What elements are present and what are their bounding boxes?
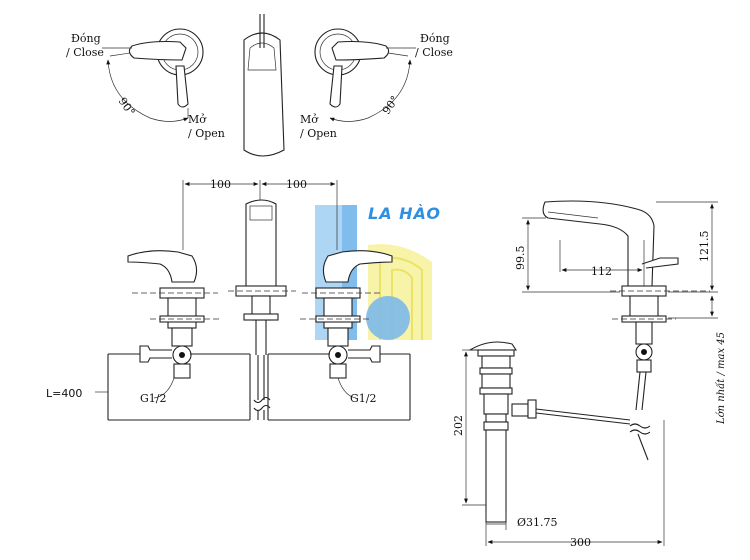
- open-left-label-en: / Open: [188, 127, 225, 140]
- front-view-labels: L=400 G1/2 G1/2: [46, 377, 377, 405]
- close-left-label: Đóng: [71, 32, 101, 45]
- drain-assembly: 202 Ø31.75 300: [452, 341, 665, 549]
- thread-left-label: G1/2: [140, 392, 167, 405]
- total-height-label: 121.5: [698, 231, 711, 263]
- close-right-label: Đóng: [420, 32, 450, 45]
- angle-right-label: 90°: [380, 93, 402, 116]
- front-spout: [228, 199, 296, 420]
- side-view: 99.5 112 121.5 Lớn nhất / max 45: [514, 200, 727, 461]
- front-left-valve: [107, 250, 251, 421]
- open-left-label: Mở: [188, 113, 207, 126]
- watermark-logo: LA HÀO: [315, 204, 441, 340]
- drain-diameter-label: Ø31.75: [517, 516, 558, 529]
- close-right-label-en: / Close: [415, 46, 453, 59]
- front-view-dimensions: 100 100: [182, 178, 338, 250]
- open-right-label-en: / Open: [300, 127, 337, 140]
- spacing-left-label: 100: [210, 178, 231, 191]
- logo-circle: [366, 296, 410, 340]
- watermark-text: LA HÀO: [368, 204, 441, 223]
- spout-height-label: 99.5: [514, 246, 527, 271]
- drain-depth-label: 202: [452, 415, 465, 436]
- top-view-spout: [243, 14, 285, 157]
- drain-width-label: 300: [570, 536, 591, 549]
- spacing-right-label: 100: [286, 178, 307, 191]
- hose-length-label: L=400: [46, 387, 82, 400]
- close-left-label-en: / Close: [66, 46, 104, 59]
- reach-label: 112: [591, 265, 612, 278]
- max-deck-label: Lớn nhất / max 45: [716, 332, 727, 425]
- top-view-left-handle: 90° Đóng / Close Mở / Open: [66, 28, 225, 140]
- open-right-label: Mở: [300, 113, 319, 126]
- angle-left-label: 90°: [116, 95, 138, 118]
- front-right-valve: [267, 250, 411, 421]
- top-view-right-handle: 90° Đóng / Close Mở / Open: [300, 28, 453, 140]
- thread-right-label: G1/2: [350, 392, 377, 405]
